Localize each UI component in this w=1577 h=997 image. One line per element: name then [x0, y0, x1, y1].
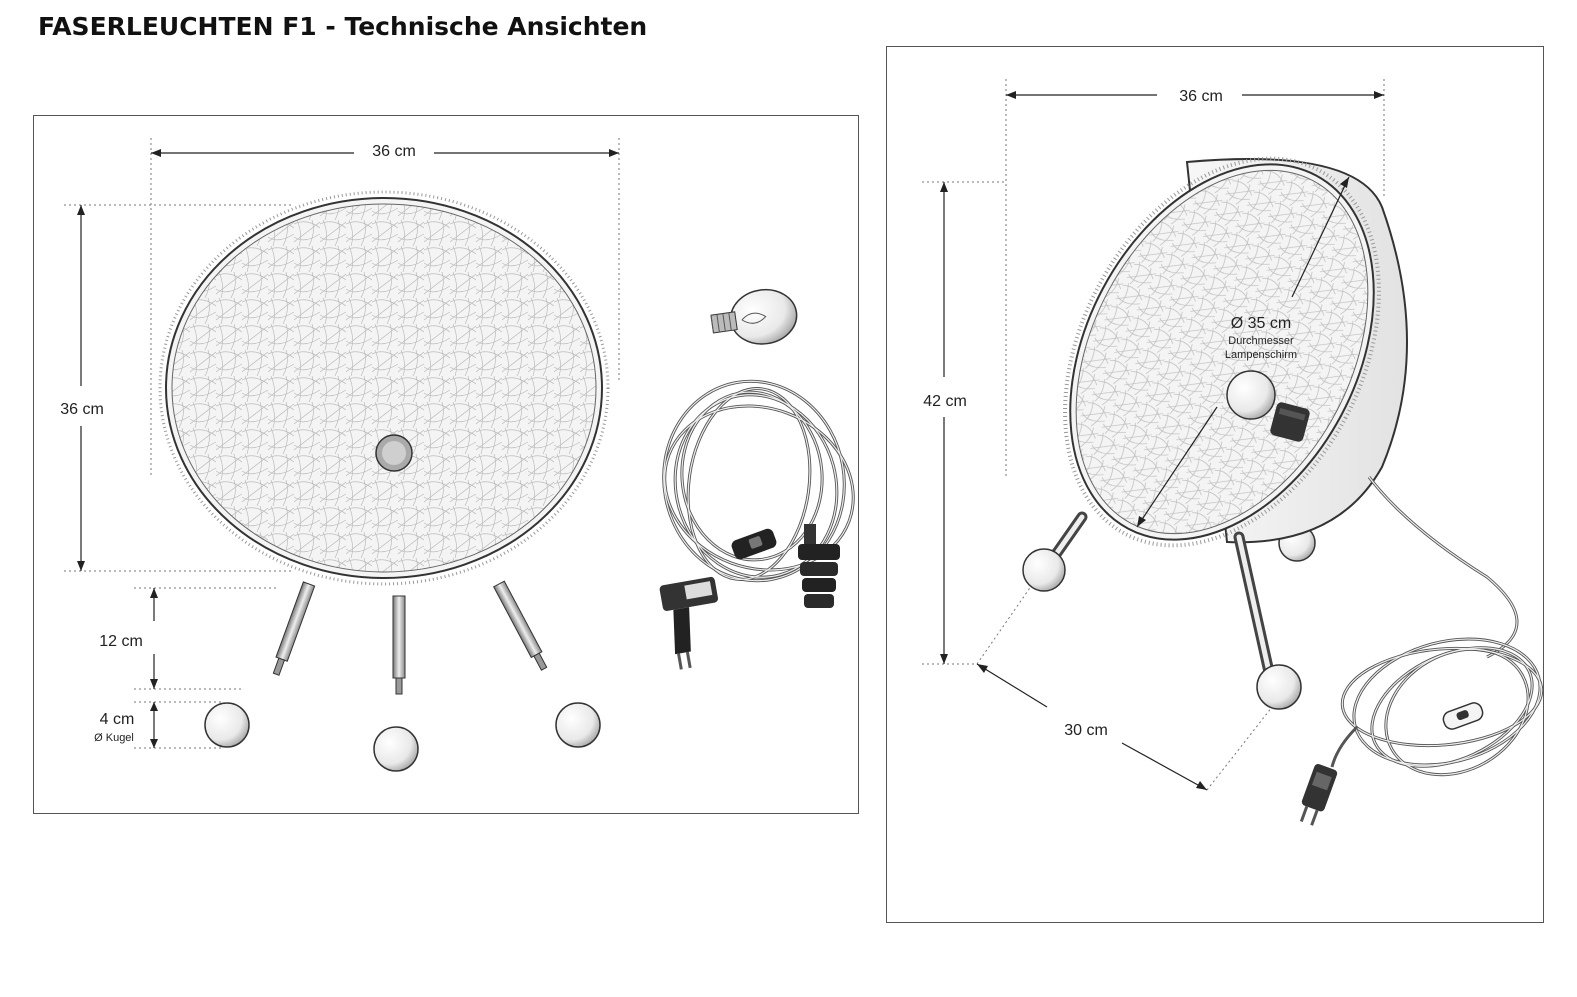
assembled-view-drawing: 36 cm 42 cm 30 cm: [922, 79, 1543, 826]
diameter-dimension: Ø 35 cm Durchmesser Lampenschirm: [1136, 176, 1350, 528]
width-dimension: 36 cm: [150, 138, 620, 476]
leg-middle: [392, 595, 406, 695]
balls: [204, 702, 601, 772]
diameter-label: Ø 35 cm: [1231, 315, 1291, 332]
socket-lamp-holder: [798, 524, 840, 608]
leg-right: [493, 580, 548, 671]
leg-dimension: 12 cm: [99, 587, 279, 690]
leg-length-label: 12 cm: [99, 633, 143, 650]
diameter-sublabel-1: Durchmesser: [1228, 335, 1294, 347]
lampshade-side-view: [1063, 156, 1408, 548]
ball-left: [204, 702, 250, 748]
assembled-view-panel: 36 cm 42 cm 30 cm: [886, 46, 1544, 923]
lampshade-top-view: [158, 190, 610, 586]
ball-sublabel: Ø Kugel: [94, 732, 134, 744]
ball-dimension: 4 cm Ø Kugel: [94, 701, 224, 749]
page-title: FASERLEUCHTEN F1 - Technische Ansichten: [38, 12, 648, 41]
back-leg: [1022, 511, 1088, 592]
installed-bulb: [1226, 370, 1310, 442]
front-leg: [1233, 531, 1302, 710]
leg-left: [272, 581, 316, 676]
exploded-view-panel: 36 cm 36 cm 12 cm: [33, 115, 859, 814]
diameter-sublabel-2: Lampenschirm: [1225, 349, 1297, 361]
power-cable: [1299, 476, 1543, 826]
ball-middle: [373, 726, 419, 772]
ball-front: [1256, 664, 1302, 710]
height-dimension: 42 cm: [922, 181, 1005, 665]
exploded-view-drawing: 36 cm 36 cm 12 cm: [60, 138, 855, 772]
power-cable: [659, 379, 855, 670]
width-label: 36 cm: [1179, 88, 1223, 105]
width-dimension: 36 cm: [1005, 79, 1385, 477]
ball-back-left: [1022, 548, 1066, 592]
height-label: 42 cm: [923, 393, 967, 410]
depth-dimension: 30 cm: [976, 581, 1273, 791]
width-label: 36 cm: [372, 143, 416, 160]
light-bulb: [710, 288, 798, 345]
height-label: 36 cm: [60, 401, 104, 418]
depth-label: 30 cm: [1064, 722, 1108, 739]
ball-size-label: 4 cm: [100, 711, 135, 728]
power-plug: [1299, 764, 1338, 826]
power-plug: [659, 576, 719, 670]
ball-right: [555, 702, 601, 748]
legs: [272, 580, 548, 695]
height-dimension: 36 cm: [60, 204, 294, 572]
